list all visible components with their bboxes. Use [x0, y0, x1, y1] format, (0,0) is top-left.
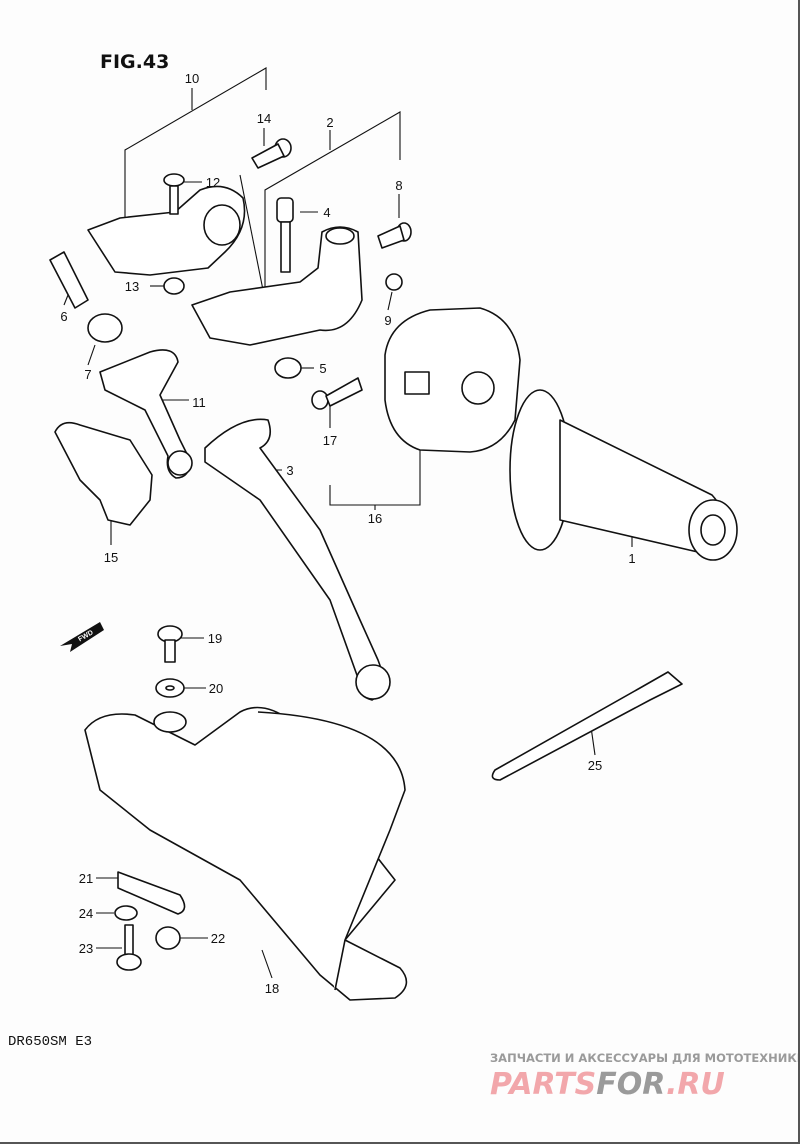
part-washer-24 — [114, 905, 138, 921]
callout-3: 3 — [286, 463, 293, 478]
part-nut-5 — [274, 357, 302, 379]
watermark-logo: ЗАПЧАСТИ И АКСЕССУАРЫ ДЛЯ МОТОТЕХНИКИ PA… — [490, 1051, 800, 1102]
part-plate-21 — [117, 871, 186, 915]
part-bolt-4 — [276, 197, 294, 273]
part-strap-25 — [491, 671, 683, 781]
watermark-tagline: ЗАПЧАСТИ И АКСЕССУАРЫ ДЛЯ МОТОТЕХНИКИ — [490, 1051, 800, 1065]
part-grip-1 — [509, 389, 738, 561]
part-lever-cover-15 — [54, 421, 153, 526]
part-clutch-lever-holder — [87, 185, 246, 276]
callout-10: 10 — [185, 71, 199, 86]
part-switch-16 — [384, 307, 521, 453]
callout-22: 22 — [211, 931, 225, 946]
part-screw-19 — [157, 625, 183, 663]
part-bolt-14 — [251, 138, 292, 169]
callout-4: 4 — [323, 205, 330, 220]
part-handguard-18 — [84, 706, 408, 1001]
model-code: DR650SM E3 — [8, 1034, 92, 1050]
callout-12: 12 — [206, 175, 220, 190]
part-nut-13 — [163, 277, 185, 295]
callout-20: 20 — [209, 681, 223, 696]
part-brake-lever-3 — [204, 418, 391, 701]
callout-13: 13 — [125, 279, 139, 294]
callout-25: 25 — [588, 758, 602, 773]
part-brake-lever-holder — [191, 226, 363, 346]
callout-1: 1 — [628, 551, 635, 566]
part-bolt-9 — [385, 273, 403, 291]
callout-14: 14 — [257, 111, 271, 126]
callout-11: 11 — [192, 395, 206, 410]
callout-6: 6 — [60, 309, 67, 324]
callout-18: 18 — [265, 981, 279, 996]
callout-7: 7 — [84, 367, 91, 382]
callout-16: 16 — [368, 511, 382, 526]
callout-17: 17 — [323, 433, 337, 448]
part-bolt-23 — [116, 924, 142, 971]
part-clutch-lever-11 — [99, 349, 193, 479]
callout-8: 8 — [395, 178, 402, 193]
callout-2: 2 — [326, 115, 333, 130]
callout-19: 19 — [208, 631, 222, 646]
part-bolt-17 — [311, 377, 363, 410]
callout-5: 5 — [319, 361, 326, 376]
callout-labels: 1 2 3 4 5 6 7 8 9 10 11 12 13 14 15 16 1… — [60, 71, 635, 996]
part-bolt-8 — [377, 222, 412, 249]
callout-21: 21 — [79, 871, 93, 886]
watermark-brand: PARTSFOR.RU — [490, 1067, 725, 1102]
part-washer-20 — [155, 678, 185, 698]
part-nut-22 — [155, 926, 181, 950]
callout-15: 15 — [104, 550, 118, 565]
part-adjuster-6 — [49, 251, 123, 343]
figure-title: FIG.43 — [100, 51, 169, 73]
callout-9: 9 — [384, 313, 391, 328]
part-bolt-12 — [163, 173, 185, 215]
callout-24: 24 — [79, 906, 93, 921]
fwd-arrow-icon: FWD — [60, 622, 104, 652]
callout-23: 23 — [79, 941, 93, 956]
